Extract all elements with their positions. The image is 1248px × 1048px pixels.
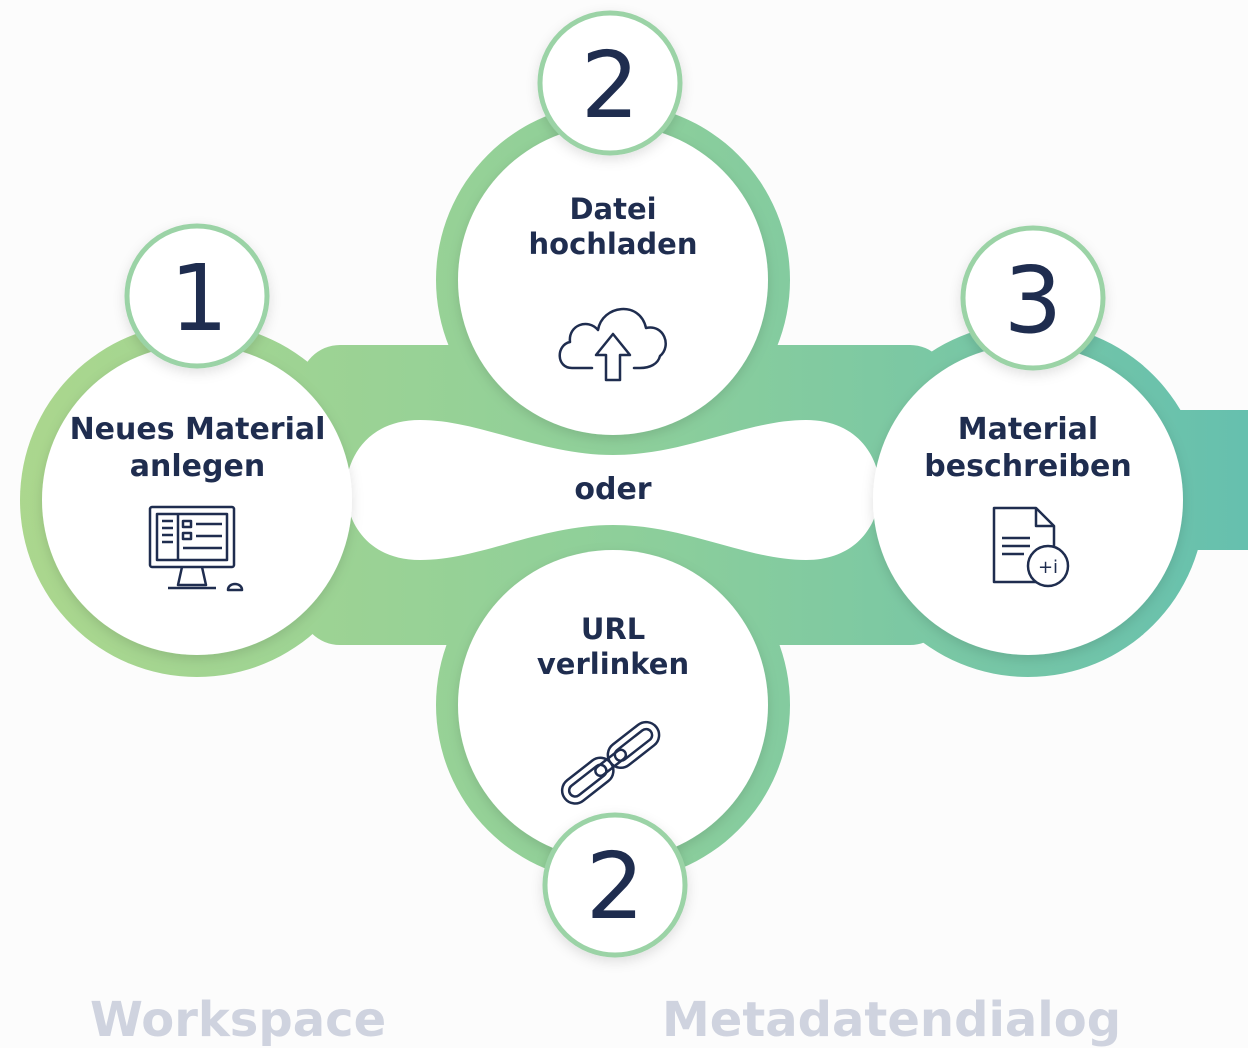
step-1-number: 1: [170, 245, 229, 352]
document-info-icon: [992, 506, 1070, 588]
step-2-link-label: URL verlinken: [513, 612, 713, 683]
document-info-badge: +i: [1038, 557, 1058, 578]
step-3-number: 3: [1004, 247, 1063, 354]
step-2-link-label-line2: verlinken: [536, 647, 690, 682]
footer-workspace-label: Workspace: [90, 992, 387, 1048]
chain-link-icon: [560, 720, 661, 805]
step-3-label-line1: Material: [957, 412, 1099, 447]
step-2-upload-label-line2: hochladen: [528, 227, 698, 262]
step-2-link-circle: [458, 550, 768, 860]
step-2-bottom-number: 2: [586, 833, 645, 940]
oder-capsule: [346, 420, 880, 560]
step-2-upload-label-line1: Datei: [569, 192, 657, 226]
oder-label: oder: [574, 472, 652, 507]
footer-metadatendialog-label: Metadatendialog: [662, 992, 1122, 1048]
computer-icon: [148, 505, 244, 592]
step-3-label-line2: beschreiben: [924, 448, 1132, 484]
cloud-upload-icon: [558, 307, 667, 382]
step-2-link-label-line1: URL: [580, 612, 646, 646]
step-1-number-badge: [124, 223, 270, 369]
step-1-circle: [42, 345, 352, 655]
step-3-label: Material beschreiben: [918, 412, 1138, 485]
step-2-upload-label: Datei hochladen: [513, 192, 713, 263]
step-3-number-badge: [960, 225, 1106, 371]
step-1-label-line2: anlegen: [129, 448, 266, 484]
step-1-label: Neues Material anlegen: [60, 412, 335, 485]
step-2-top-number-badge: [537, 10, 683, 156]
step-2-upload-circle: [458, 125, 768, 435]
step-2-top-number: 2: [581, 32, 640, 139]
step-3-circle: [873, 345, 1183, 655]
step-2-bottom-number-badge: [542, 812, 688, 958]
step-1-label-line1: Neues Material: [69, 412, 326, 447]
